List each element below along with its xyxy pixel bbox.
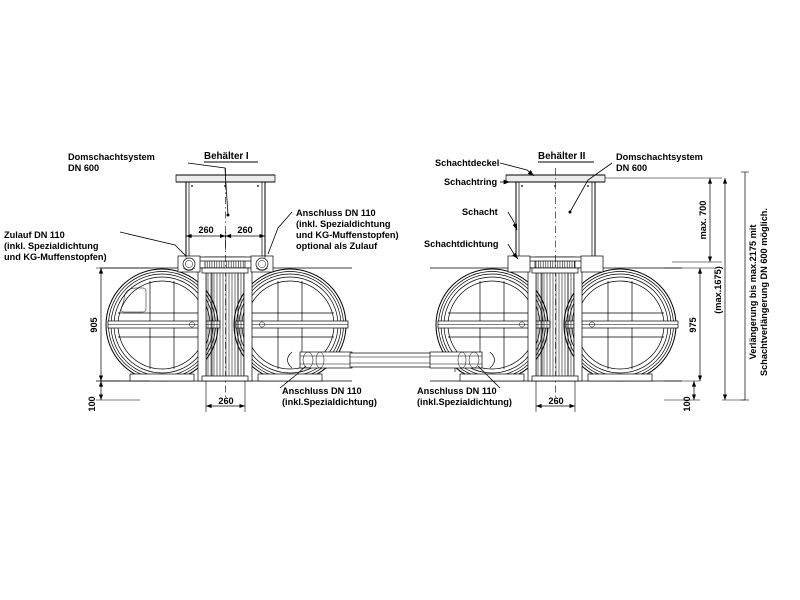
label-dome-shaft-left-line1: Domschachtsystem <box>68 152 155 162</box>
label-shaft-cover: Schachtdeckel <box>435 158 499 168</box>
leader-lines <box>119 161 613 389</box>
tank-section-right-2 <box>563 268 679 382</box>
dim-right-bottom: 100 <box>682 396 692 411</box>
label-connection-bottom-right-line1: Anschluss DN 110 <box>417 386 497 396</box>
label-connection-bottom-right-line2: (inkl.Spezialdichtung) <box>417 397 512 407</box>
label-connection-top-line2: (inkl. Spezialdichtung <box>296 219 390 229</box>
dimension-bottom-right: 260 <box>535 381 576 412</box>
tank-assembly-left <box>100 168 353 400</box>
label-shaft-seal: Schachtdichtung <box>424 239 499 249</box>
dim-bottom-right: 260 <box>548 396 563 406</box>
extension-note-line2: Schachtverlängerung DN 600 möglich. <box>759 208 769 376</box>
outlet-socket-left <box>299 351 353 369</box>
label-dome-shaft-right-line1: Domschachtsystem <box>616 152 703 162</box>
nozzles-top-right <box>507 255 604 273</box>
nozzle-left-connection <box>250 255 274 273</box>
nozzle-bottom-right <box>429 351 495 369</box>
label-dome-shaft-right-line2: DN 600 <box>616 163 647 173</box>
dim-bottom-left: 260 <box>218 396 233 406</box>
extension-note: Verlängerung bis max.2175 mit Schachtver… <box>741 171 769 401</box>
dimension-right-max-total: (max.1675) <box>713 178 745 401</box>
extension-note-line1: Verlängerung bis max.2175 mit <box>748 225 758 360</box>
tank-bodies-left <box>100 255 353 382</box>
label-dome-shaft-left-line2: DN 600 <box>68 163 99 173</box>
dimension-left-bottom: 100 <box>87 380 140 412</box>
dimension-bottom-left: 260 <box>205 381 246 412</box>
label-connection-top-line3: und KG-Muffenstopfen) <box>296 230 399 240</box>
dimension-right-max-700: max. 700 <box>605 177 722 263</box>
tank-section-left-1 <box>105 268 221 382</box>
label-inlet-line3: und KG-Muffenstopfen) <box>4 252 107 262</box>
nozzle-left-inlet <box>177 255 201 273</box>
nozzle-right-b <box>580 255 604 273</box>
dim-top-left-a: 260 <box>198 225 213 235</box>
label-connection-bottom-left-line2: (inkl.Spezialdichtung) <box>282 397 377 407</box>
dim-top-left-b: 260 <box>237 225 252 235</box>
dimension-left-height: 905 <box>89 267 150 382</box>
nozzles-top-left <box>177 255 274 273</box>
dim-left-height: 905 <box>89 317 99 332</box>
nozzle-right-a <box>507 255 531 273</box>
nozzle-bottom-left <box>287 351 353 369</box>
label-shaft-ring: Schachtring <box>444 177 497 187</box>
tank-coupling-left <box>197 267 253 382</box>
dimension-right-bottom: 100 <box>664 380 700 412</box>
tank-coupling-right <box>527 267 583 382</box>
label-connection-top-line4: optional als Zulauf <box>296 241 378 251</box>
tank-bodies-right <box>429 255 682 382</box>
dim-right-max-700: max. 700 <box>698 201 708 240</box>
title-tank-2: Behälter II <box>538 151 586 162</box>
dimension-right-height: 975 <box>664 267 714 381</box>
label-connection-bottom-left-line1: Anschluss DN 110 <box>282 386 362 396</box>
outlet-socket-right <box>429 351 483 369</box>
label-connection-top-line1: Anschluss DN 110 <box>296 208 376 218</box>
dim-right-height: 975 <box>688 317 698 332</box>
title-tank-1: Behälter I <box>204 151 249 162</box>
label-inlet-line1: Zulauf DN 110 <box>4 230 65 240</box>
tank-assembly-right <box>429 168 682 400</box>
label-inlet-line2: (inkl. Spezialdichtung <box>4 241 98 251</box>
dim-right-max-total: (max.1675) <box>713 266 723 314</box>
dim-left-bottom: 100 <box>87 396 97 411</box>
dimension-top-left: 260 260 <box>185 225 266 258</box>
label-shaft: Schacht <box>462 207 498 217</box>
